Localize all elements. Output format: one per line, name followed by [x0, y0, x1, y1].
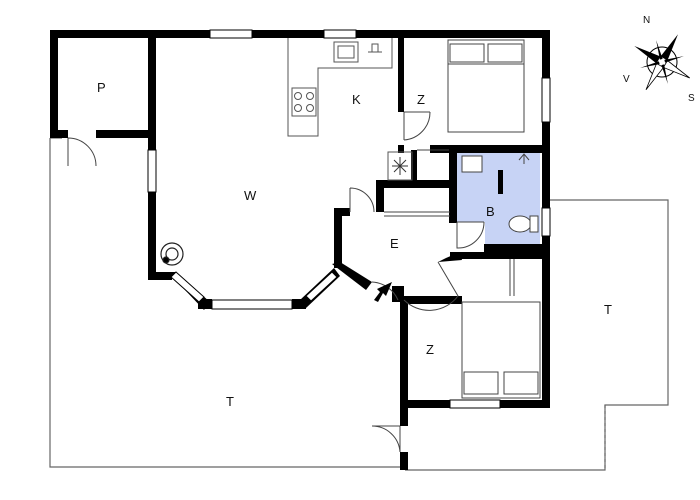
- window-bottom: [211, 299, 293, 310]
- terrace-outlines: [49, 137, 669, 471]
- bath-sink: [461, 155, 483, 173]
- wall-k-z: [398, 30, 404, 112]
- fridge-icon: [387, 151, 413, 181]
- window-top-w: [209, 29, 253, 39]
- window-top-k: [323, 29, 357, 39]
- wall-bed2-top: [400, 296, 462, 304]
- wall-bottom-stub-right: [292, 299, 306, 309]
- wall-entry-stub: [392, 286, 404, 302]
- room-label-w: W: [244, 188, 257, 203]
- room-label-t-right: T: [604, 302, 612, 317]
- left-terrace-outline: [49, 138, 405, 468]
- wall-top-left: [50, 30, 210, 38]
- compass-v: V: [623, 74, 630, 85]
- shower-icon: [518, 153, 530, 164]
- wall-top-mid: [252, 30, 324, 38]
- door-p: [67, 137, 97, 167]
- window-bath: [541, 207, 551, 237]
- window-diagonal-right: [305, 271, 338, 302]
- wall-bath-inner: [498, 170, 503, 194]
- toilet-tank: [529, 215, 539, 233]
- window-w-left: [147, 149, 157, 193]
- wall-bed2-bottom-right: [500, 400, 550, 408]
- wall-p-left: [50, 30, 58, 138]
- wall-bath-bottom: [484, 244, 550, 252]
- wall-p-right: [148, 30, 156, 150]
- window-bed2-bottom: [449, 399, 501, 409]
- toilet-bowl: [508, 215, 532, 233]
- window-diagonal-left: [170, 271, 205, 303]
- door-z-top: [403, 111, 431, 141]
- wall-bed2-bottom: [400, 400, 450, 408]
- wall-p-bottom-left: [50, 130, 68, 138]
- wall-z-bottom-left: [398, 145, 404, 153]
- wall-w-bottom-left: [148, 272, 172, 280]
- fireplace-icon: [160, 242, 184, 266]
- compass-n: N: [643, 15, 650, 26]
- pillow-top-left: [449, 43, 485, 63]
- entrance-arrow-icon: [374, 282, 392, 302]
- pillow-top-right: [487, 43, 523, 63]
- room-label-z-top: Z: [417, 92, 425, 107]
- wall-z-right-bottom: [542, 122, 550, 208]
- wall-p-bottom-right: [96, 130, 156, 138]
- room-label-p: P: [97, 80, 106, 95]
- room-label-z-bottom: Z: [426, 342, 434, 357]
- wall-w-e-top: [334, 208, 350, 216]
- wall-bed2-left-low: [400, 452, 408, 470]
- room-label-k: K: [352, 92, 361, 107]
- room-label-e: E: [390, 236, 399, 251]
- snowflake-icon: [392, 157, 408, 175]
- wall-z-right-top: [542, 30, 550, 78]
- kitchen-counter: [287, 38, 393, 137]
- kitchen-fixtures: [287, 38, 413, 181]
- wall-e-hall: [450, 252, 550, 259]
- bathroom-fixtures: [461, 153, 539, 233]
- compass-rose: [634, 34, 690, 90]
- compass-s: S: [688, 93, 695, 104]
- wall-w-left-lower: [148, 192, 156, 280]
- door-w-e: [349, 187, 375, 213]
- stove-burner-4: [306, 104, 314, 112]
- wall-top-right: [356, 30, 550, 38]
- kettle-icon: [368, 43, 382, 53]
- pillow-bottom-right: [503, 371, 539, 395]
- wall-w-e-stub: [376, 180, 384, 212]
- stove: [291, 87, 317, 117]
- kitchen-sink-basin: [337, 45, 355, 59]
- doors: [67, 111, 515, 453]
- wall-bottom-stub-left: [198, 299, 212, 309]
- beds: [447, 39, 541, 399]
- windows: [147, 29, 551, 409]
- pillow-bottom-left: [463, 371, 499, 395]
- wall-bed2-right: [542, 252, 550, 408]
- wall-bed2-left: [400, 296, 408, 426]
- wall-w-e: [334, 212, 342, 268]
- kitchen-sink: [333, 41, 359, 63]
- wall-fridge-left: [411, 150, 417, 182]
- wall-entry-diagonal: [332, 262, 372, 290]
- wall-bath-left: [449, 145, 457, 223]
- right-terrace-outline: [405, 199, 669, 471]
- door-bed2: [403, 261, 459, 311]
- stove-burner-1: [294, 92, 302, 100]
- room-label-t-left: T: [226, 394, 234, 409]
- window-z-right: [541, 77, 551, 123]
- wall-z-bottom: [430, 145, 550, 153]
- door-bath: [456, 221, 485, 249]
- stove-burner-2: [306, 92, 314, 100]
- room-label-b: B: [486, 204, 495, 219]
- stove-burner-3: [294, 104, 302, 112]
- wall-closet: [384, 180, 450, 188]
- door-terrace: [371, 425, 401, 453]
